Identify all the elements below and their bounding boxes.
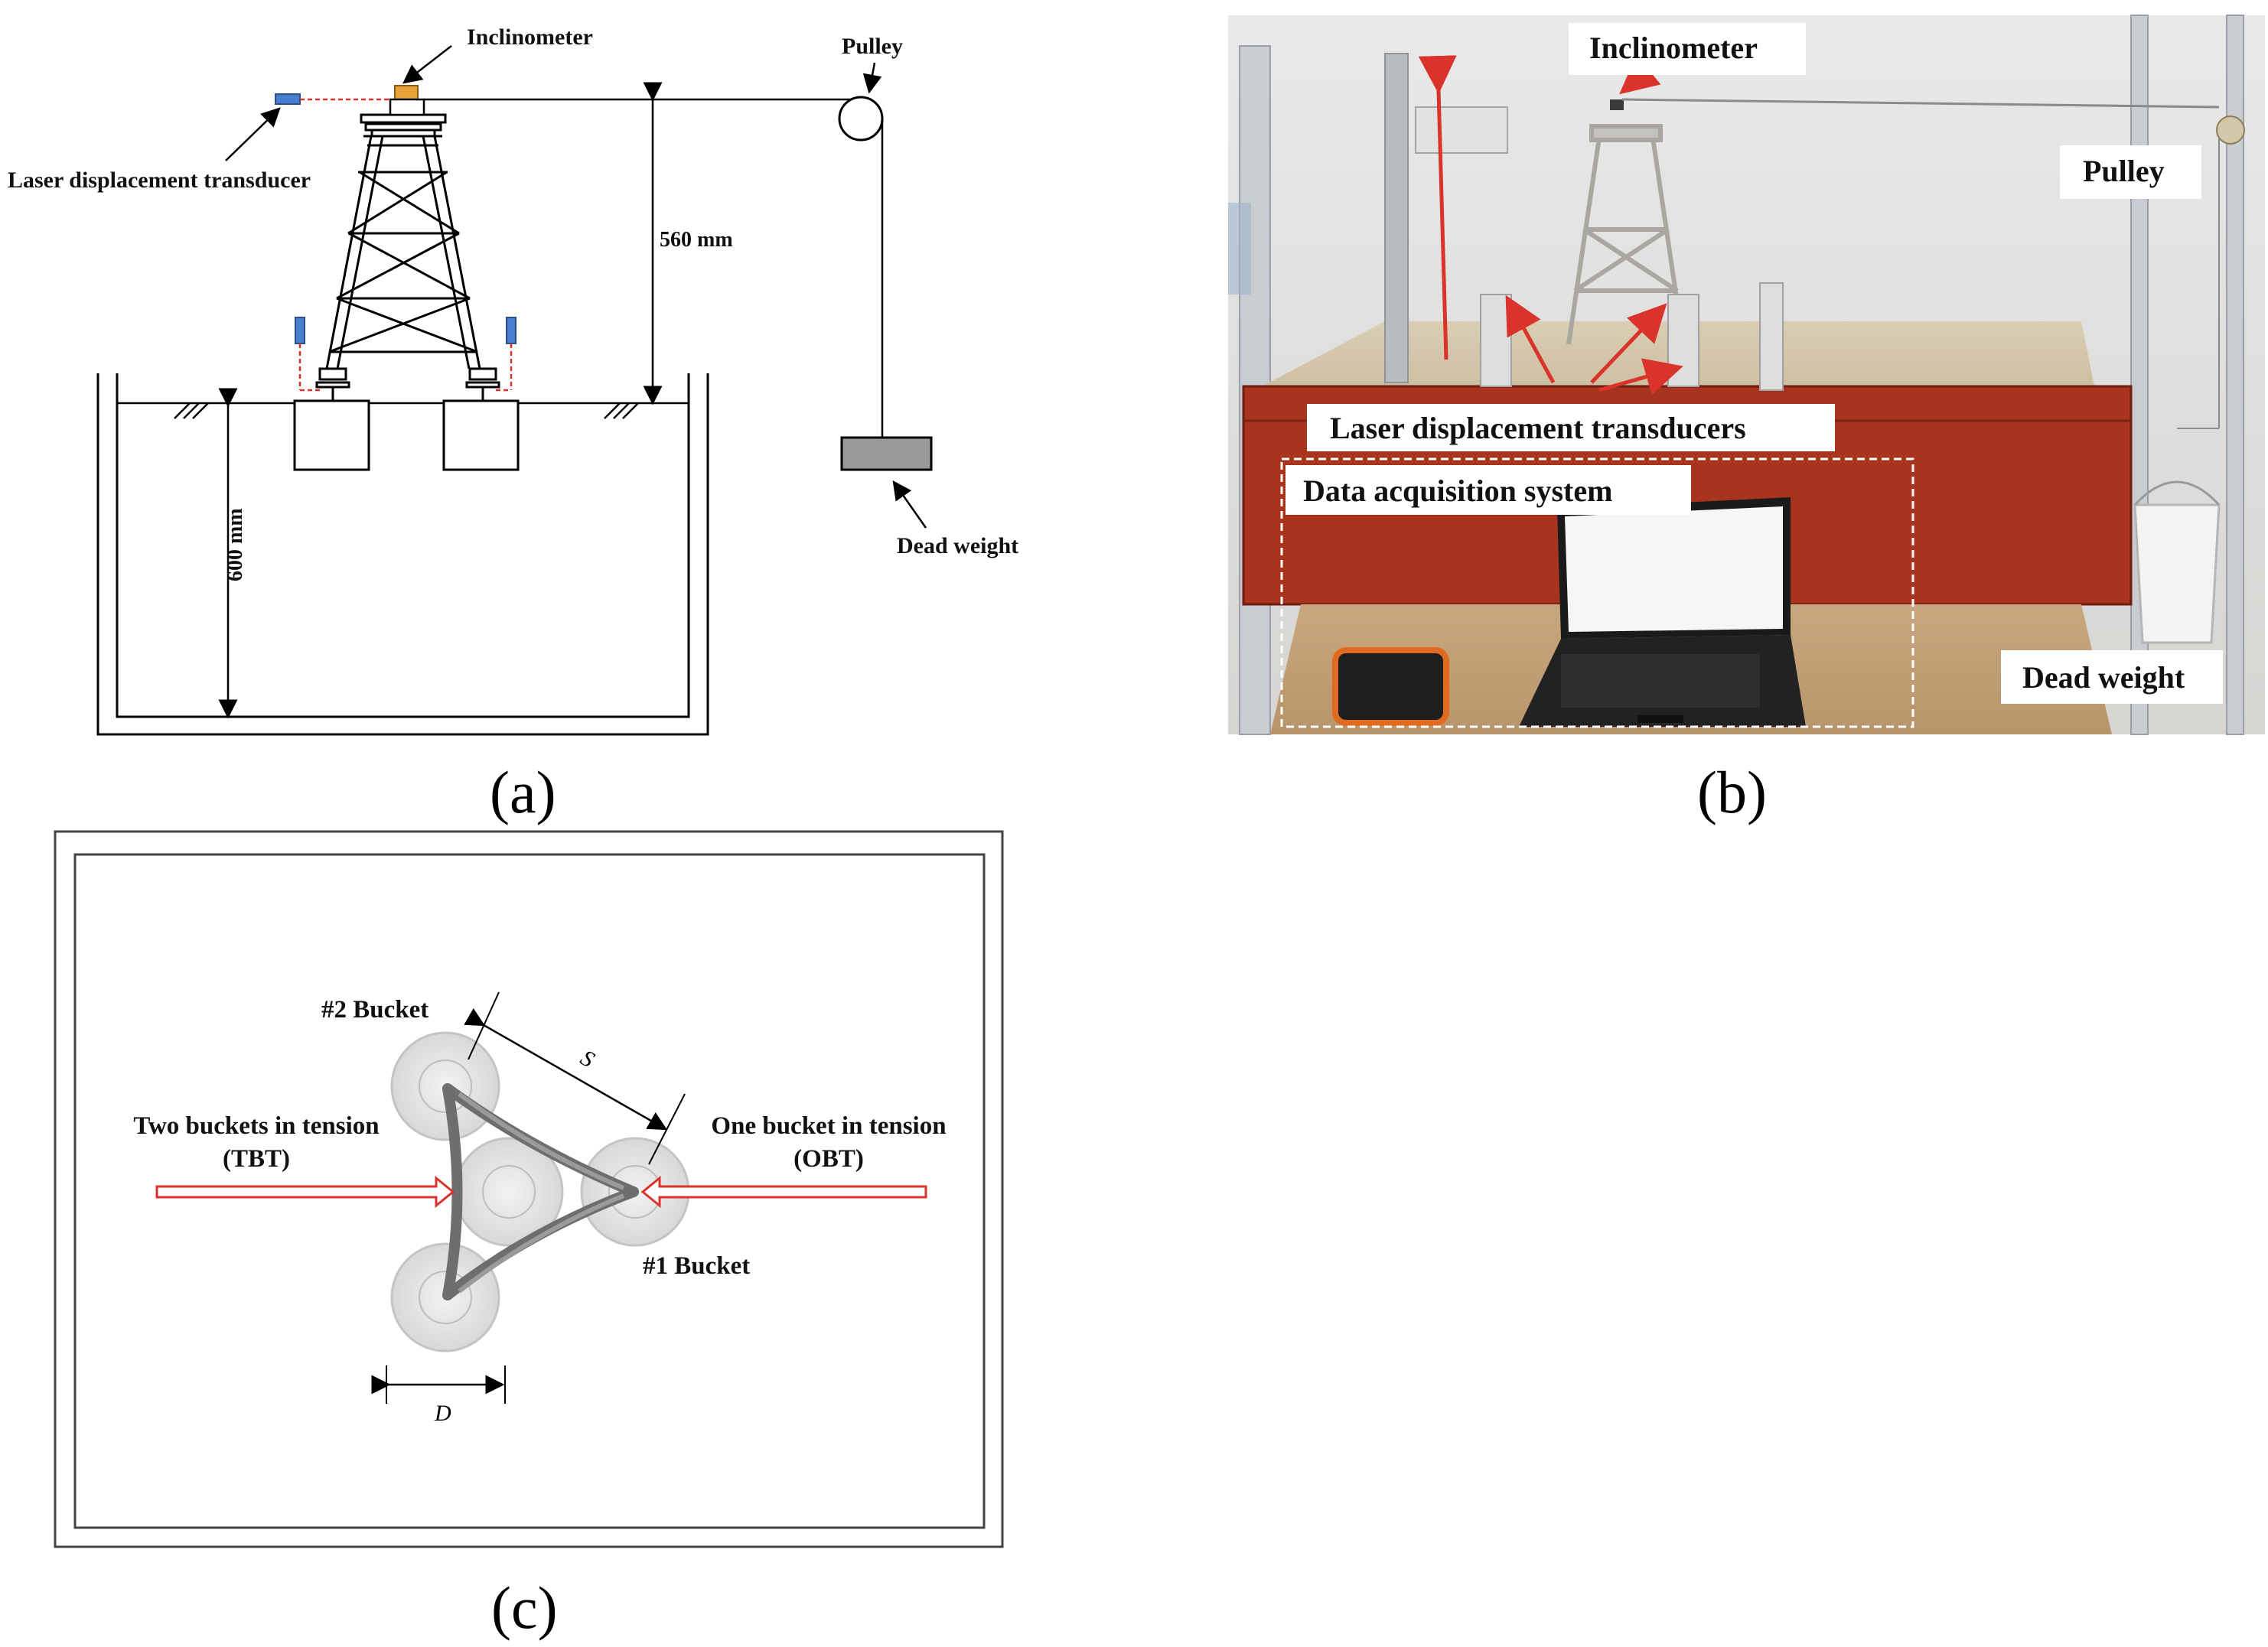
pulley xyxy=(838,96,884,142)
photo-label-pulley: Pulley xyxy=(2083,154,2165,188)
jacket-structure xyxy=(325,113,481,369)
daq-dashed-box xyxy=(1280,457,1914,728)
label-560mm: 560 mm xyxy=(660,228,733,252)
soil-tank xyxy=(96,373,709,736)
caption-a: (a) xyxy=(490,759,556,825)
label-bucket-2: #2 Bucket xyxy=(321,996,429,1024)
bucket-left xyxy=(293,399,370,471)
label-box-pulley xyxy=(2060,145,2201,199)
photo-label-inclinometer: Inclinometer xyxy=(1589,31,1758,65)
photo-label-lasers: Laser displacement transducers xyxy=(1330,411,1746,445)
center-bucket xyxy=(454,1137,564,1247)
label-box-daq xyxy=(1286,465,1691,515)
label-box-inclinometer xyxy=(1569,23,1806,75)
label-600mm: 600 mm xyxy=(223,508,247,581)
bucket-right xyxy=(442,399,520,471)
label-laser-transducer: Laser displacement transducer xyxy=(8,168,311,193)
leader-laser xyxy=(225,107,281,161)
caption-c: (c) xyxy=(491,1574,558,1641)
label-bucket-1: #1 Bucket xyxy=(643,1252,750,1280)
soil-hatch-marks xyxy=(174,402,639,419)
arrow-laser-2 xyxy=(1505,295,1556,384)
arrow-laser-3 xyxy=(1590,303,1667,384)
panel-b-photo: Inclinometer Pulley Laser displacement t… xyxy=(1228,15,2265,825)
jacket-feet xyxy=(315,367,500,401)
daq-device xyxy=(1332,647,1449,726)
photo-label-daq: Data acquisition system xyxy=(1303,474,1612,508)
panel-a-schematic: Inclinometer Pulley Laser displacement t… xyxy=(8,24,1018,825)
label-pulley: Pulley xyxy=(842,34,903,59)
label-box-lasers xyxy=(1307,404,1835,451)
inclinometer-mount xyxy=(389,98,425,116)
leader-dead-weight xyxy=(892,480,927,529)
laser-transducer-right xyxy=(506,317,516,344)
photo-dead-weight-bucket xyxy=(2133,503,2221,644)
arrow-laser-4 xyxy=(1598,358,1683,395)
label-box-dead-weight xyxy=(2001,650,2223,704)
label-d: D xyxy=(434,1401,451,1426)
caption-b: (b) xyxy=(1697,759,1767,825)
obt-load-arrow xyxy=(640,1175,927,1209)
laser-transducer-left xyxy=(295,317,305,344)
panel-c-plan-view: S D #2 Bucket #1 Bucket Two buckets in t… xyxy=(54,830,1004,1641)
arrow-laser-1 xyxy=(1418,55,1457,360)
label-obt-line2: (OBT) xyxy=(793,1145,864,1173)
leader-inclinometer xyxy=(402,45,452,84)
tbt-load-arrow xyxy=(155,1175,455,1209)
label-inclinometer: Inclinometer xyxy=(467,24,593,50)
dead-weight-block xyxy=(840,436,933,471)
laser-transducer-top xyxy=(275,93,301,105)
label-tbt-line2: (TBT) xyxy=(223,1145,290,1173)
photo-label-dead-weight: Dead weight xyxy=(2022,660,2185,695)
label-obt-line1: One bucket in tension xyxy=(711,1112,946,1140)
dim-s-line xyxy=(464,1007,668,1131)
leader-pulley xyxy=(862,62,882,94)
label-dead-weight: Dead weight xyxy=(897,533,1018,558)
label-tbt-line1: Two buckets in tension xyxy=(133,1112,379,1140)
